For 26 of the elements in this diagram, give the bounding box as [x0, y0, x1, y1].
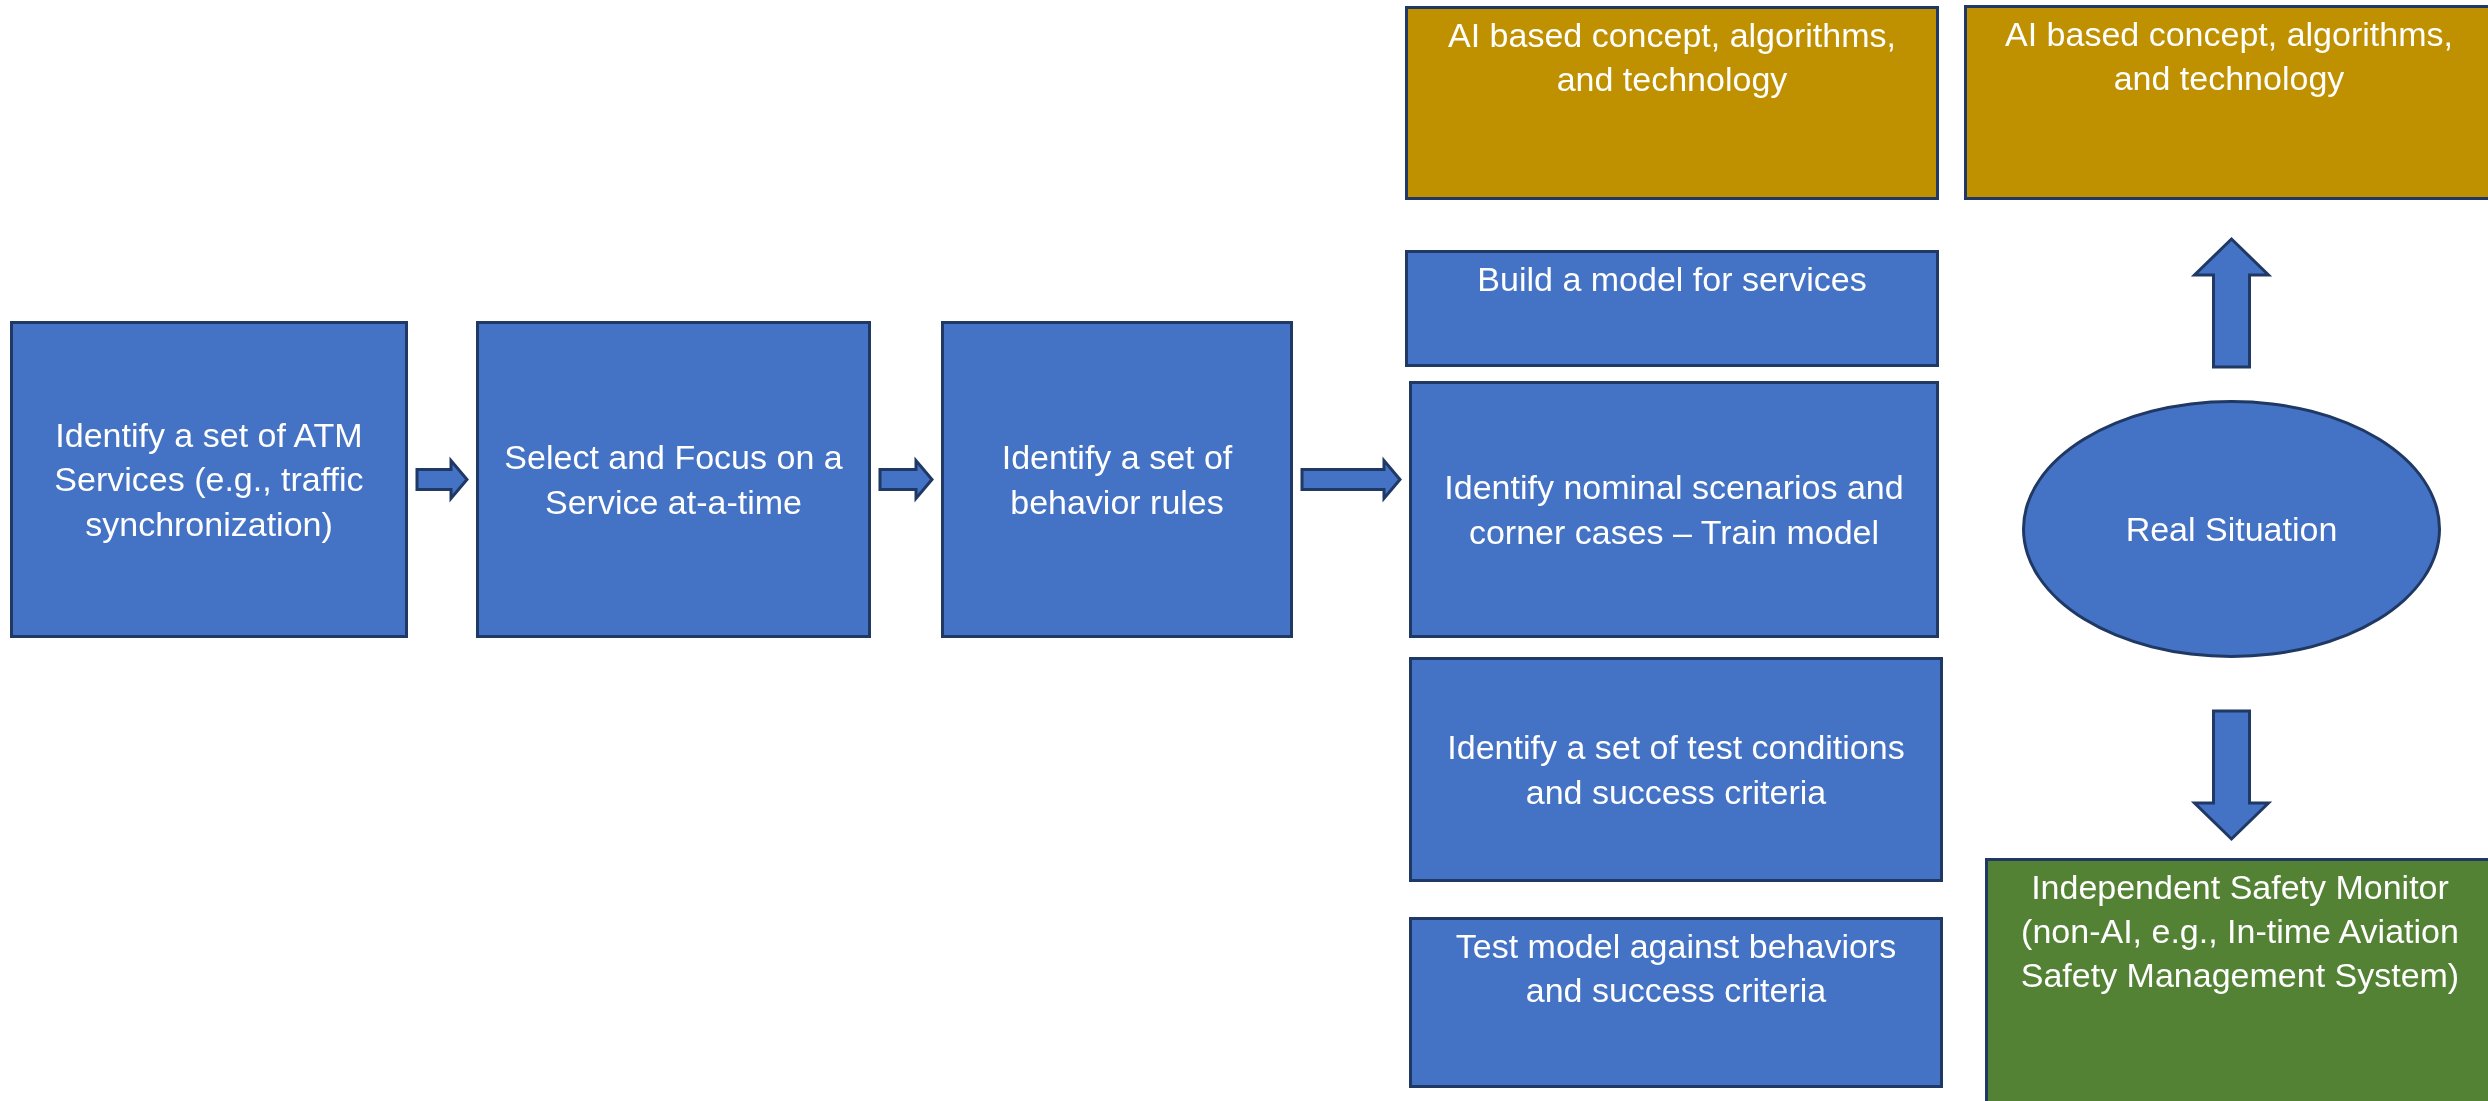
block-arrow	[2190, 709, 2273, 842]
process-box	[1405, 250, 1939, 367]
process-box	[1409, 381, 1939, 638]
node-text: Select and Focus on a Service at-a-time	[503, 437, 844, 523]
node-text: AI based concept, algorithms, and technology	[1447, 15, 1897, 101]
node-text: Real Situation	[2125, 508, 2338, 550]
concept-box	[1964, 5, 2488, 200]
node-text: Identify a set of test conditions and success criteria	[1446, 727, 1906, 813]
process-box	[476, 321, 871, 638]
concept-box	[1405, 6, 1939, 200]
process-box	[10, 321, 408, 638]
monitor-box	[1985, 858, 2488, 1101]
node-text: Independent Safety Monitor (non-AI, e.g., In-time Aviation Safety Management System)	[2019, 867, 2461, 997]
process-box	[1409, 917, 1943, 1088]
node-text: Identify a set of behavior rules	[1000, 437, 1234, 523]
process-box	[941, 321, 1293, 638]
node-text: AI based concept, algorithms, and technology	[2004, 14, 2454, 100]
block-arrow	[1300, 456, 1402, 503]
process-box	[1409, 657, 1943, 882]
block-arrow	[415, 456, 469, 503]
node-text: Identify a set of ATM Services (e.g., traffic synchronization)	[53, 415, 365, 545]
block-arrow	[2190, 236, 2273, 369]
node-text: Build a model for services	[1477, 259, 1867, 300]
block-arrow	[878, 456, 934, 503]
node-text: Identify nominal scenarios and corner cases – Train model	[1443, 467, 1905, 553]
node-text: Test model against behaviors and success criteria	[1454, 926, 1898, 1012]
